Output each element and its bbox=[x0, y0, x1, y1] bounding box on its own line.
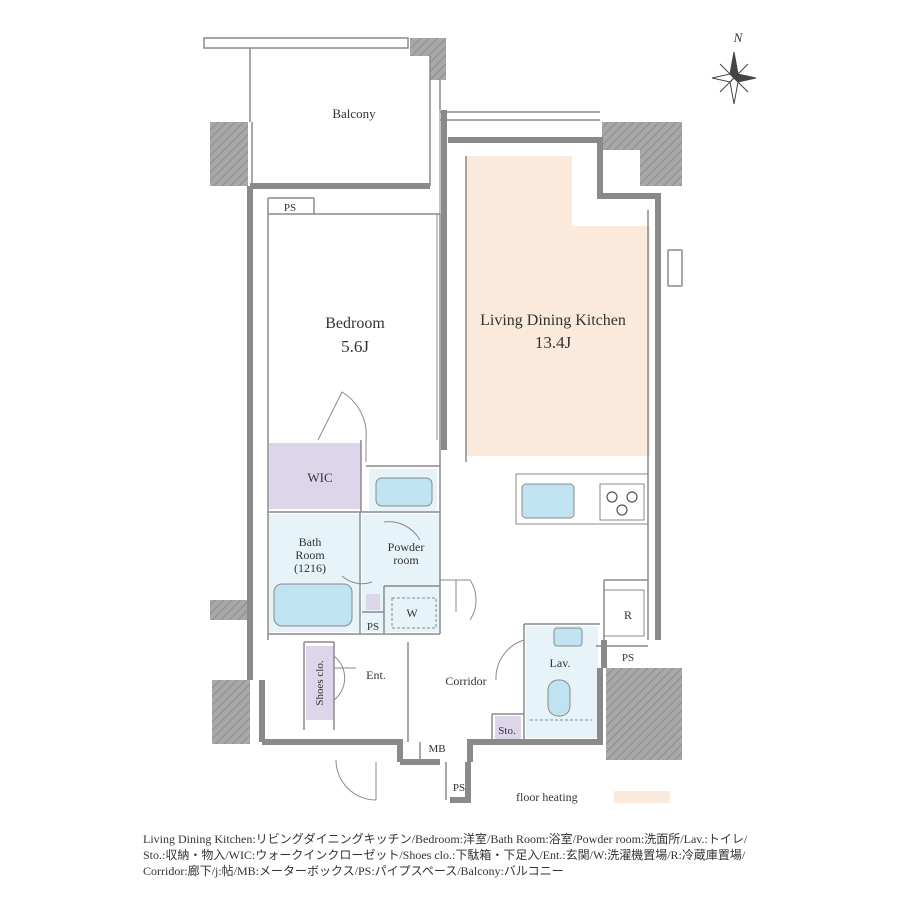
abbreviation-legend: Living Dining Kitchen:リビングダイニングキッチン/Bedr… bbox=[143, 831, 863, 879]
stove-top bbox=[599, 483, 645, 521]
sliding-doors bbox=[436, 80, 444, 440]
ps-bottom-label: PS bbox=[453, 782, 465, 794]
mb-label: MB bbox=[428, 743, 445, 755]
ps-bath-fill bbox=[366, 594, 380, 610]
corridor-label: Corridor bbox=[445, 674, 486, 688]
powder-label-2: room bbox=[393, 553, 419, 567]
bedroom-label: Bedroom bbox=[325, 315, 385, 332]
stove-burner bbox=[606, 491, 618, 503]
column-top-left bbox=[210, 122, 248, 186]
floor-heating-area bbox=[466, 156, 650, 456]
bathtub bbox=[273, 583, 353, 627]
ps-kitchen-label: PS bbox=[622, 652, 634, 664]
ldk-label: Living Dining Kitchen bbox=[480, 312, 626, 329]
compass-north-label: N bbox=[733, 30, 744, 45]
column-bottom-left bbox=[212, 680, 250, 744]
column-top-mid bbox=[410, 38, 446, 80]
wic-area bbox=[269, 443, 361, 509]
legend-line: Corridor:廊下/j:帖/MB:メーターボックス/PS:パイプスペース/B… bbox=[143, 864, 564, 878]
entrance-label: Ent. bbox=[366, 668, 386, 682]
powder-label-1: Powder bbox=[388, 540, 425, 554]
legend-line: Living Dining Kitchen:リビングダイニングキッチン/Bedr… bbox=[143, 832, 748, 846]
storage-label: Sto. bbox=[498, 725, 516, 737]
shoes-closet-label: Shoes clo. bbox=[314, 660, 326, 705]
washer-pan bbox=[391, 597, 437, 629]
column-left-mid bbox=[210, 600, 248, 620]
kitchen-sink bbox=[521, 483, 575, 519]
stove-burner bbox=[626, 491, 638, 503]
fridge-space bbox=[603, 589, 645, 637]
walls bbox=[247, 110, 661, 803]
lavatory-label: Lav. bbox=[550, 656, 571, 670]
balcony-label: Balcony bbox=[332, 106, 376, 121]
fixtures bbox=[273, 473, 649, 721]
door-swings bbox=[317, 391, 525, 801]
legend-line: Sto.:収納・物入/WIC:ウォークインクローゼット/Shoes clo.:下… bbox=[143, 848, 746, 862]
shoes-closet-area bbox=[306, 646, 334, 720]
bath-label-1: Bath bbox=[299, 535, 322, 549]
floor-heating-swatch bbox=[614, 791, 670, 803]
ps-label: PS bbox=[284, 202, 296, 214]
bath-label-2: Room bbox=[295, 548, 325, 562]
compass-rose bbox=[711, 51, 757, 105]
vanity-basin bbox=[375, 477, 433, 507]
powder-room-area bbox=[362, 514, 440, 632]
bedroom-size: 5.6J bbox=[341, 337, 369, 356]
ps-bath-label: PS bbox=[367, 621, 379, 633]
wic-label: WIC bbox=[307, 470, 332, 485]
lav-sink bbox=[553, 627, 583, 647]
thin-lines bbox=[203, 37, 683, 800]
floor-heating-label: floor heating bbox=[516, 790, 578, 804]
bath-label-3: (1216) bbox=[294, 561, 326, 575]
stove-burner bbox=[616, 504, 628, 516]
column-top-right bbox=[602, 122, 682, 186]
washer-label: W bbox=[406, 606, 418, 620]
kitchen-counter bbox=[515, 473, 649, 525]
column-bottom-right bbox=[606, 668, 682, 760]
ldk-size: 13.4J bbox=[535, 333, 572, 352]
toilet bbox=[547, 679, 571, 717]
fridge-label: R bbox=[624, 608, 632, 622]
